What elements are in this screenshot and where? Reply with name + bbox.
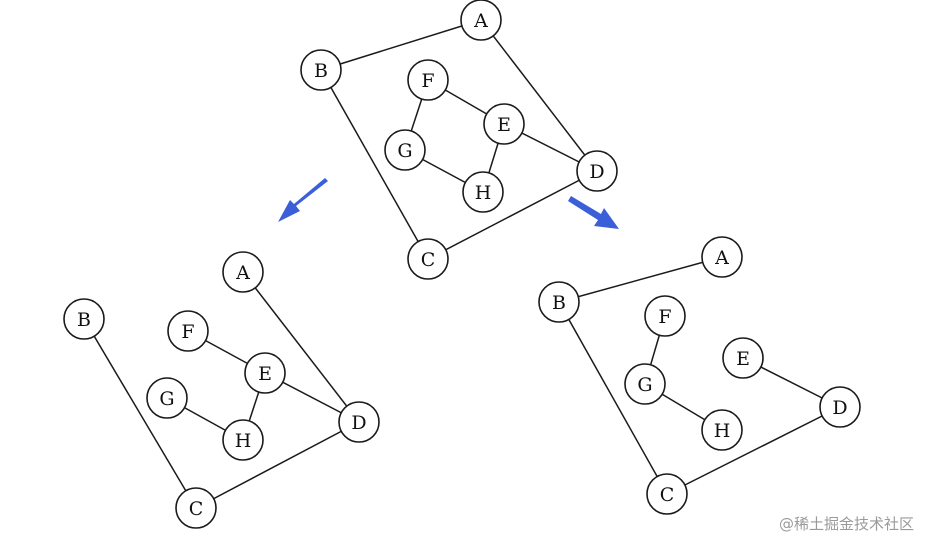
node-label: B [314, 60, 328, 82]
node-D: D [338, 401, 380, 443]
edge-C-D [427, 170, 598, 260]
node-H: H [462, 171, 504, 213]
watermark: @稀土掘金技术社区 [778, 515, 914, 533]
node-F: F [644, 295, 686, 337]
edge-A-B [320, 19, 482, 71]
node-C: C [646, 473, 688, 515]
node-circle [646, 473, 688, 515]
node-circle [146, 377, 188, 419]
node-D: D [576, 150, 618, 192]
node-label: D [351, 412, 366, 434]
node-circle [819, 386, 861, 428]
node-circle [222, 251, 264, 293]
node-label: C [421, 249, 436, 271]
node-label: G [159, 388, 174, 410]
node-label: B [77, 309, 91, 331]
node-label: H [235, 430, 252, 452]
node-circle [407, 238, 449, 280]
node-G: G [624, 363, 666, 405]
node-circle [462, 171, 504, 213]
node-label: A [714, 247, 729, 269]
edge-A-D [242, 271, 360, 423]
node-circle [175, 487, 217, 529]
node-circle [300, 49, 342, 91]
node-circle [722, 337, 764, 379]
node-label: E [258, 363, 272, 385]
node-label: F [421, 70, 434, 92]
node-label: E [736, 348, 750, 370]
node-C: C [175, 487, 217, 529]
edge-A-D [480, 19, 598, 172]
node-D: D [819, 386, 861, 428]
node-F: F [167, 310, 209, 352]
graph-original: A B C D E F G H [300, 0, 618, 280]
node-A: A [460, 0, 502, 41]
node-E: E [244, 352, 286, 394]
node-label: C [189, 498, 204, 520]
node-G: G [384, 129, 426, 171]
node-G: G [146, 377, 188, 419]
node-A: A [222, 251, 264, 293]
node-B: B [300, 49, 342, 91]
node-circle [460, 0, 502, 41]
edge-B-C [320, 69, 429, 260]
node-label: H [714, 420, 731, 442]
node-label: G [637, 374, 652, 396]
node-H: H [701, 409, 743, 451]
node-circle [167, 310, 209, 352]
node-circle [701, 236, 743, 278]
node-label: C [660, 484, 675, 506]
node-circle [483, 103, 525, 145]
node-circle [63, 298, 105, 340]
node-label: G [397, 140, 412, 162]
node-label: A [235, 262, 250, 284]
node-C: C [407, 238, 449, 280]
arrow-to-left-icon [278, 178, 328, 222]
node-label: A [473, 10, 488, 32]
graph-right: A B C D E F G H [538, 236, 861, 515]
node-label: F [181, 321, 194, 343]
edge-C-D [666, 406, 841, 495]
node-circle [244, 352, 286, 394]
node-label: H [475, 182, 492, 204]
node-circle [384, 129, 426, 171]
node-label: D [589, 161, 604, 183]
graph-left: A B C D E F G H [63, 251, 380, 529]
node-circle [624, 363, 666, 405]
node-B: B [63, 298, 105, 340]
node-label: E [497, 114, 511, 136]
node-label: D [832, 397, 847, 419]
node-label: F [658, 306, 671, 328]
node-E: E [722, 337, 764, 379]
edge-B-C [83, 318, 197, 509]
node-circle [576, 150, 618, 192]
node-circle [407, 59, 449, 101]
edge-C-D [195, 421, 360, 509]
node-B: B [538, 281, 580, 323]
node-F: F [407, 59, 449, 101]
node-circle [538, 281, 580, 323]
node-H: H [222, 419, 264, 461]
edge-B-C [558, 301, 668, 495]
node-A: A [701, 236, 743, 278]
edge-A-B [558, 256, 723, 303]
node-E: E [483, 103, 525, 145]
node-circle [222, 419, 264, 461]
node-circle [644, 295, 686, 337]
arrow-to-right-icon [568, 196, 619, 229]
node-circle [338, 401, 380, 443]
node-label: B [552, 292, 566, 314]
node-circle [701, 409, 743, 451]
